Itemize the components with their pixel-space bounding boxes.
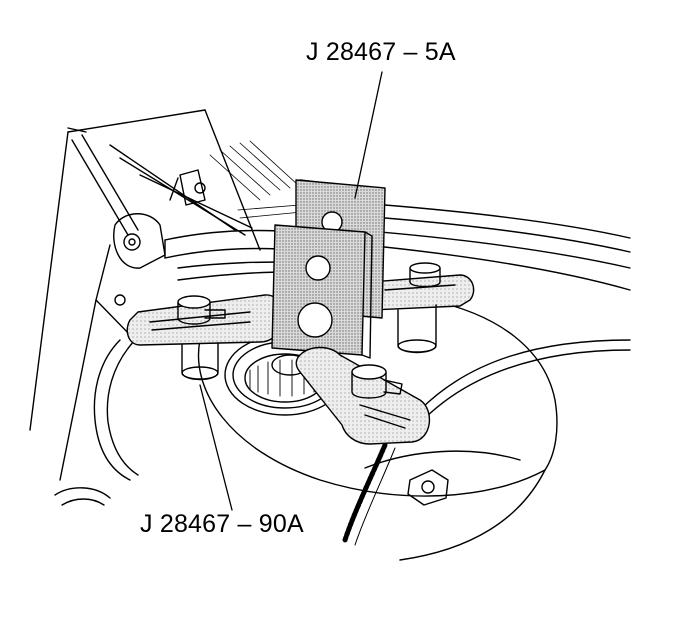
coil-cable xyxy=(342,339,631,546)
strut-tower-left xyxy=(59,244,139,481)
strut-tower-dome xyxy=(54,299,558,561)
leader-line-bottom xyxy=(199,384,233,511)
fender-panel xyxy=(29,109,303,431)
tool-arm-front xyxy=(295,346,431,445)
tool-plate-front xyxy=(271,224,373,359)
compressor-rod xyxy=(67,127,166,269)
tool-arm-right-rear xyxy=(369,262,475,354)
callout-label-tool-90a: J 28467 – 90A xyxy=(140,510,304,538)
tool-arm-left xyxy=(126,294,282,381)
callout-label-tool-5a: J 28467 – 5A xyxy=(306,38,456,66)
leader-line-top xyxy=(354,71,383,199)
